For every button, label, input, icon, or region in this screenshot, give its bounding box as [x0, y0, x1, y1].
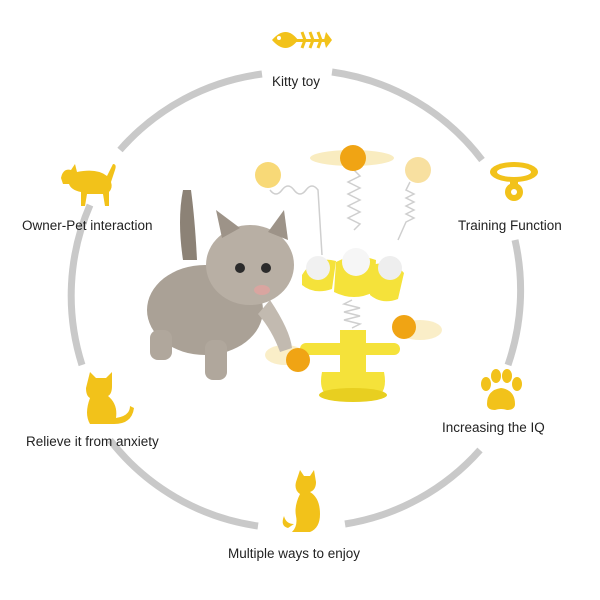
toy-ball	[342, 248, 370, 276]
spring	[269, 185, 323, 256]
toy-ball	[392, 315, 416, 339]
spring	[341, 299, 363, 329]
spring	[397, 181, 416, 241]
toy-post	[340, 330, 366, 375]
toy-ball	[340, 145, 366, 171]
feature-label-anxiety: Relieve it from anxiety	[26, 434, 159, 449]
cat-silhouette-icon	[282, 470, 320, 532]
feature-label-training: Training Function	[458, 218, 562, 233]
toy-ball	[286, 348, 310, 372]
sitting-cat-icon	[86, 372, 134, 424]
feature-label-iq: Increasing the IQ	[442, 420, 545, 435]
feature-label-kitty-toy: Kitty toy	[272, 74, 321, 89]
kitten	[147, 190, 294, 380]
walking-cat-icon	[61, 164, 116, 206]
feature-label-multiple: Multiple ways to enjoy	[228, 546, 361, 561]
fish-bone-icon	[272, 31, 332, 49]
spring	[346, 169, 362, 231]
collar-icon	[490, 162, 538, 201]
toy-suction-base	[319, 388, 387, 402]
toy-ball	[378, 256, 402, 280]
toy-ball	[255, 162, 281, 188]
feature-label-owner-pet: Owner-Pet interaction	[22, 218, 153, 233]
toy-ball	[405, 157, 431, 183]
toy-ball	[306, 256, 330, 280]
paw-print-icon	[481, 369, 522, 410]
